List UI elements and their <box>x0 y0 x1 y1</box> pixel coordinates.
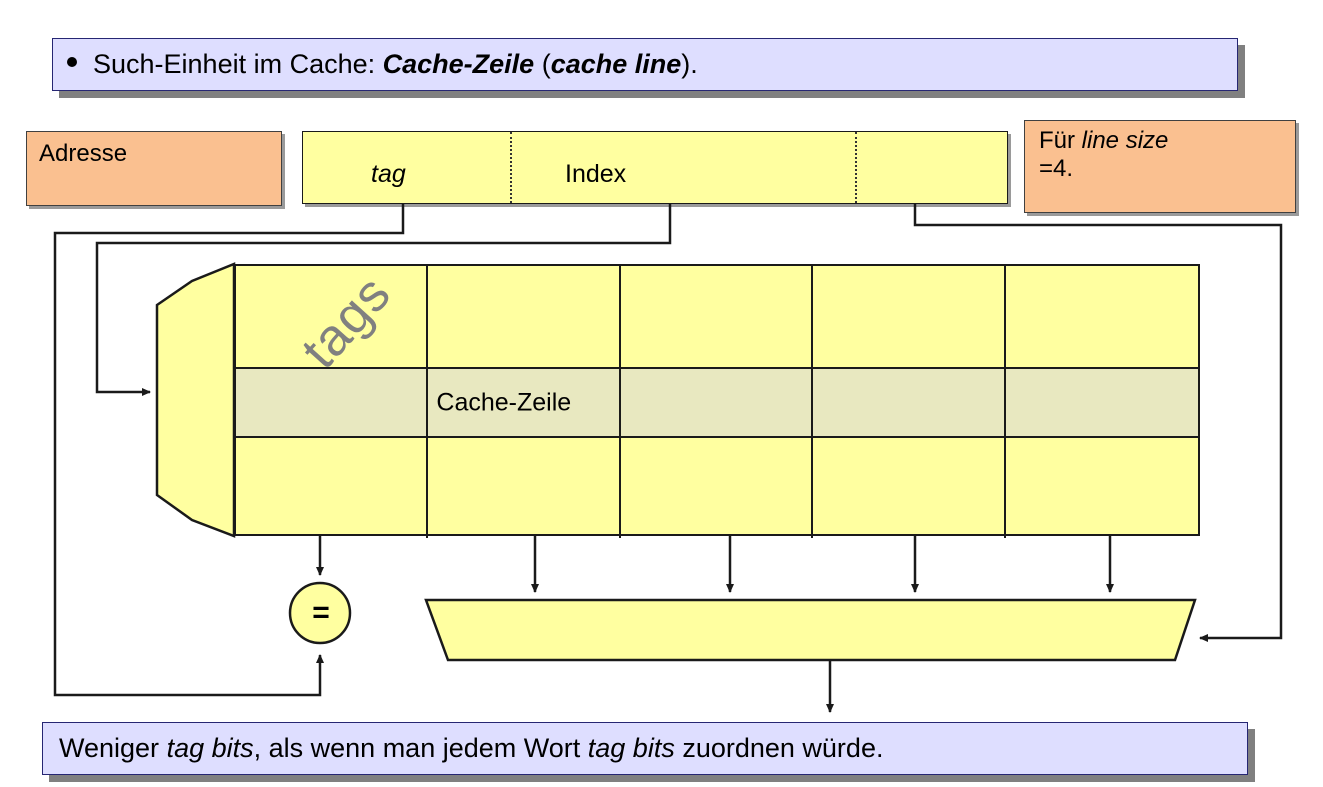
cache-cell <box>621 438 814 538</box>
note-part-1: Für <box>1039 127 1082 154</box>
footer-callout: Weniger tag bits, als wenn man jedem Wor… <box>42 722 1248 775</box>
header-text-part-2: ( <box>534 48 551 79</box>
cache-cell <box>428 266 621 369</box>
cache-line-label: Cache-Zeile <box>436 388 572 416</box>
address-divider-2 <box>855 132 857 203</box>
footer-italic-tag-bits-1: tag bits <box>166 732 254 763</box>
cache-line-cell <box>620 369 814 438</box>
cache-line-cell: Cache-Zeile <box>428 369 621 438</box>
cache-cell <box>236 438 429 538</box>
footer-text-part-3: zuordnen würde. <box>674 732 884 763</box>
header-callout-text: Such-Einheit im Cache: Cache-Zeile (cach… <box>67 48 698 80</box>
address-box-label: Adresse <box>39 140 128 167</box>
footer-text-part-2: , als wenn man jedem Wort <box>253 732 588 763</box>
header-text-italic-cache-line: cache line <box>550 48 682 79</box>
cache-cell <box>813 266 1006 369</box>
multiplexer-shape <box>424 598 1197 662</box>
address-field-index-label: Index <box>565 160 627 188</box>
note-part-2: =4. <box>1039 155 1074 183</box>
cache-line-cell <box>236 369 429 438</box>
footer-italic-tag-bits-2: tag bits <box>587 732 675 763</box>
address-field-tag-label: tag <box>371 160 406 188</box>
header-text-bold-cache-zeile: Cache-Zeile <box>382 48 535 79</box>
cache-cell <box>1006 438 1198 538</box>
note-italic-line-size: line size <box>1081 127 1169 154</box>
line-size-note-box: Für line size =4. <box>1024 120 1296 213</box>
cache-cell <box>620 266 814 369</box>
header-text-part-3: ). <box>681 48 698 79</box>
comparator-equals-label: = <box>312 596 330 629</box>
tag-decoder-shape <box>155 262 236 538</box>
bullet-icon <box>67 56 77 67</box>
footer-text-part-1: Weniger <box>59 732 167 763</box>
address-box: Adresse <box>26 131 282 206</box>
address-divider-1 <box>510 132 512 203</box>
footer-callout-text: Weniger tag bits, als wenn man jedem Wor… <box>59 732 884 764</box>
cache-cell <box>428 438 621 538</box>
cache-line-cell <box>1005 369 1198 438</box>
cache-cell <box>813 438 1006 538</box>
cache-line-cell <box>813 369 1006 438</box>
header-callout: Such-Einheit im Cache: Cache-Zeile (cach… <box>52 38 1238 91</box>
cache-cell <box>1005 266 1198 369</box>
header-text-part-1: Such-Einheit im Cache: <box>93 48 383 79</box>
address-bit-field-bar: tag Index <box>302 131 1008 204</box>
